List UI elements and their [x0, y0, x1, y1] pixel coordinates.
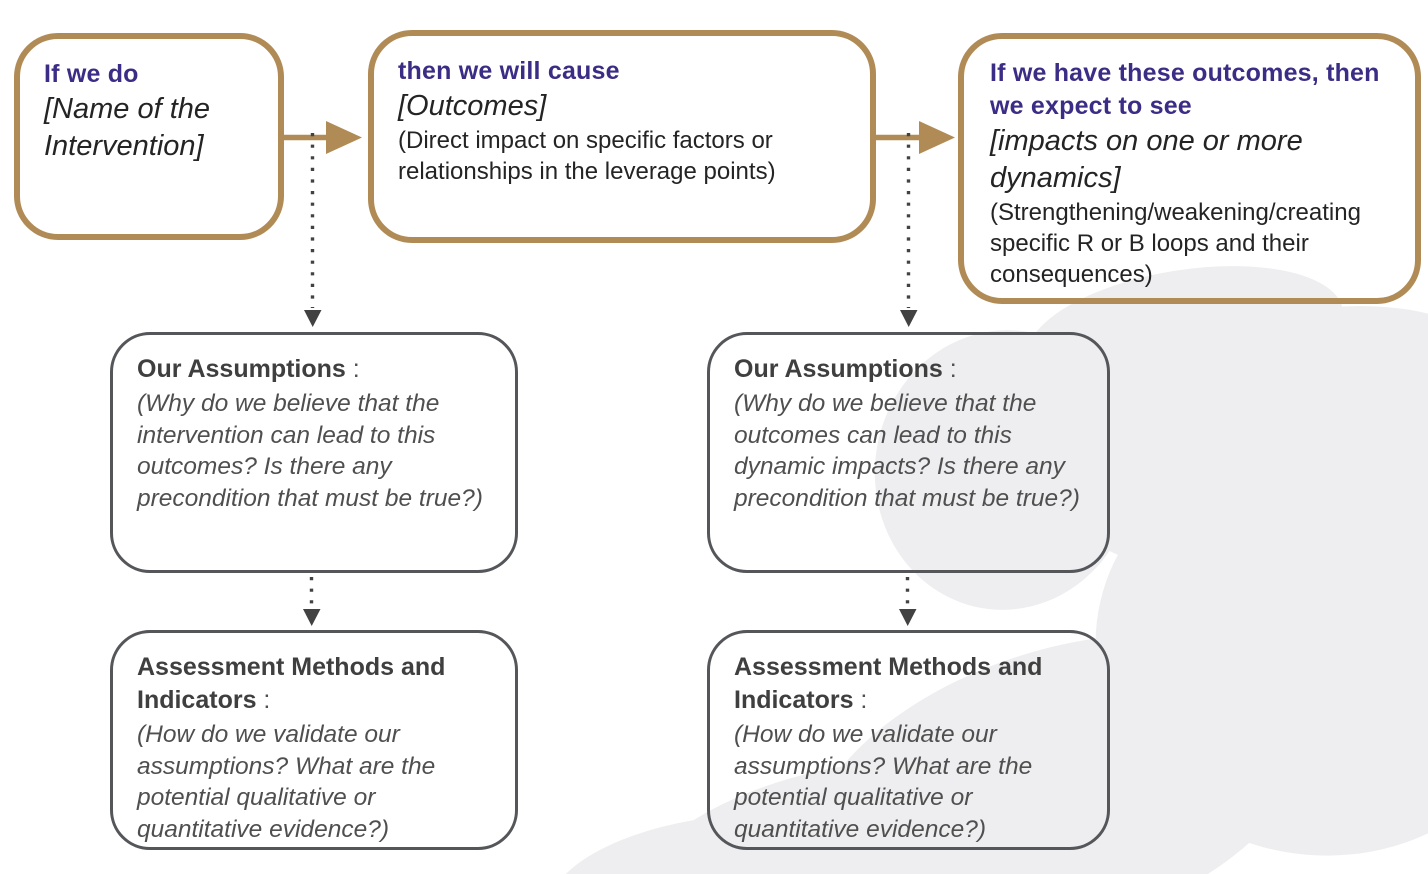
impacts-note: (Strengthening/weakening/creating specif… [990, 199, 1361, 288]
outcomes-placeholder: [Outcomes] [398, 90, 547, 122]
dotted-arrow-to-assumptions-left-icon [304, 133, 322, 327]
dotted-arrow-to-assessment-left-icon [303, 577, 321, 626]
assumptions-left-body: (Why do we believe that the intervention… [137, 390, 483, 512]
colon: : [853, 686, 868, 714]
assessment-box-right: Assessment Methods and Indicators : (How… [707, 630, 1110, 850]
colon: : [345, 355, 360, 383]
impacts-placeholder: [impacts on one or more dynamics] [990, 125, 1303, 194]
outcomes-note: (Direct impact on specific factors or re… [398, 127, 776, 185]
assessment-right-heading: Assessment Methods and Indicators : [734, 653, 1043, 714]
assumptions-box-left: Our Assumptions : (Why do we believe tha… [110, 332, 518, 573]
flow-box-impacts: If we have these outcomes, then we expec… [958, 33, 1421, 304]
intervention-heading: If we do [44, 60, 139, 88]
assessment-box-left: Assessment Methods and Indicators : (How… [110, 630, 518, 850]
assessment-left-body: (How do we validate our assumptions? Wha… [137, 721, 436, 843]
flow-box-outcomes: then we will cause [Outcomes] (Direct im… [368, 30, 876, 243]
colon: : [256, 686, 271, 714]
intervention-placeholder: [Name of the Intervention] [44, 93, 211, 162]
assumptions-left-heading: Our Assumptions : [137, 355, 360, 383]
assumptions-right-body: (Why do we believe that the outcomes can… [734, 390, 1080, 512]
arrow-intervention-to-outcomes-icon [283, 121, 362, 154]
colon: : [942, 355, 957, 383]
dotted-arrow-to-assumptions-right-icon [900, 133, 918, 327]
flow-box-intervention: If we do [Name of the Intervention] [14, 33, 284, 240]
outcomes-heading: then we will cause [398, 57, 620, 85]
assessment-right-body: (How do we validate our assumptions? Wha… [734, 721, 1033, 843]
assumptions-right-heading: Our Assumptions : [734, 355, 957, 383]
arrow-outcomes-to-impacts-icon [876, 121, 955, 154]
assessment-left-heading: Assessment Methods and Indicators : [137, 653, 446, 714]
impacts-heading: If we have these outcomes, then we expec… [990, 59, 1380, 120]
assumptions-box-right: Our Assumptions : (Why do we believe tha… [707, 332, 1110, 573]
dotted-arrow-to-assessment-right-icon [899, 577, 917, 626]
